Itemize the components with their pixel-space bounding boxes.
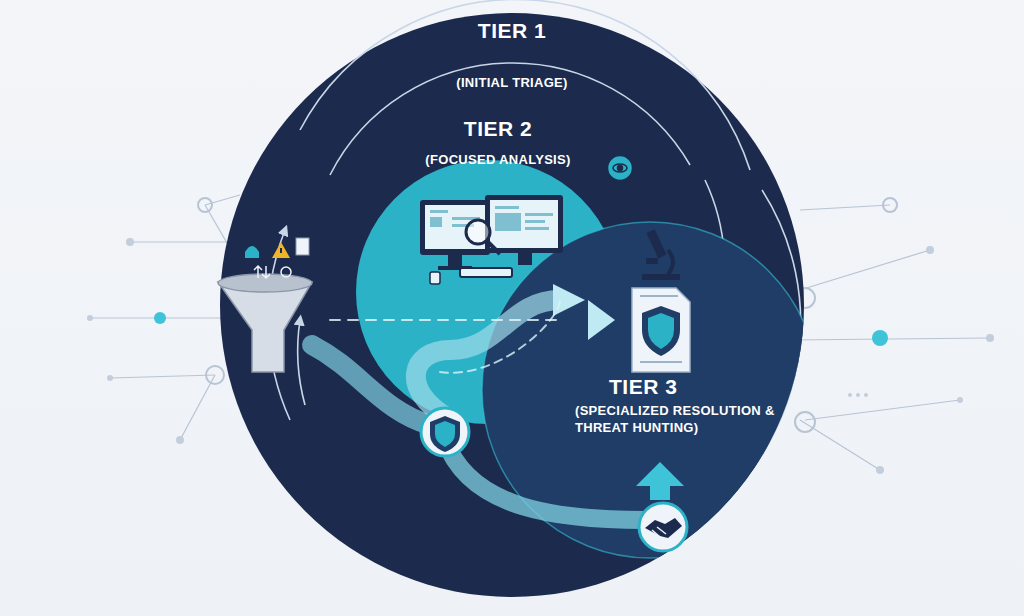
tier-heading: TIER 2 (408, 117, 588, 141)
tier-region: TIER 3 (SPECIALIZED RESOLUTION & THREAT H… (575, 375, 790, 465)
tier-subtitle: (INITIAL TRIAGE) (392, 75, 632, 90)
monitor-icon (420, 195, 563, 284)
tier-region: TIER 2 (FOCUSED ANALYSIS) (348, 117, 648, 177)
tier-subtitle: (FOCUSED ANALYSIS) (368, 152, 628, 167)
document-shield-icon (632, 288, 690, 372)
flow-arrows (305, 284, 645, 520)
tier-subtitle: (SPECIALIZED RESOLUTION & THREAT HUNTING… (575, 402, 775, 436)
tier-heading: TIER 3 (609, 375, 729, 399)
shield-badge (421, 408, 469, 456)
funnel-icon (218, 238, 312, 372)
handshake-badge (639, 503, 687, 551)
tier-region: TIER 1 (INITIAL TRIAGE) TIER 2 (FOCUSED ANA… (220, 13, 804, 597)
escalation-arrow (636, 462, 684, 500)
magnifier-icon (607, 155, 640, 188)
tier-heading: TIER 1 (422, 19, 602, 43)
microscope-icon (642, 229, 680, 280)
